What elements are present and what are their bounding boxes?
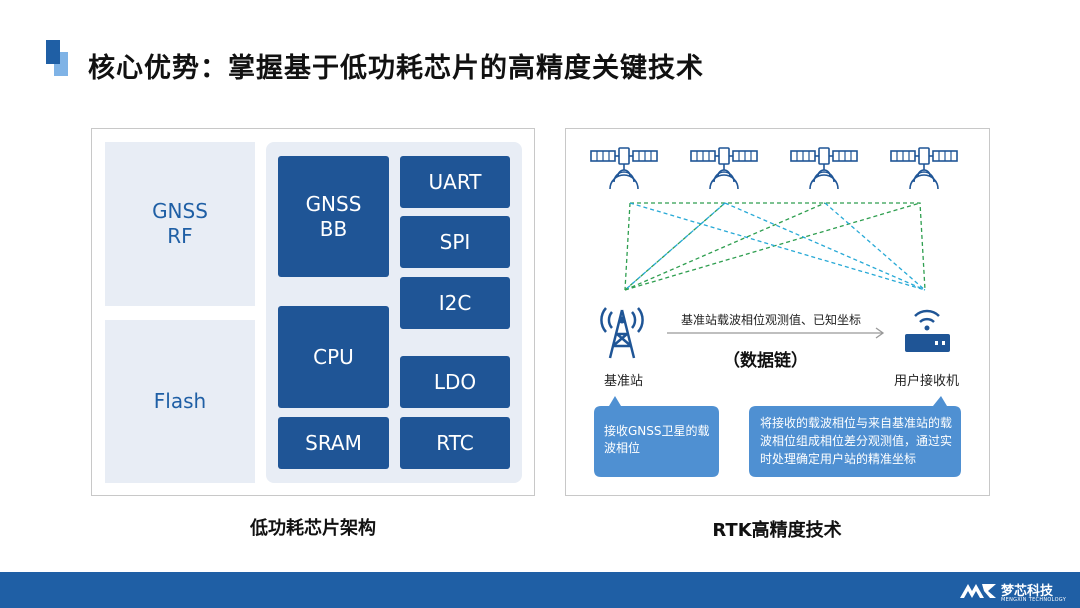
rtk-caption: RTK高精度技术 — [712, 520, 842, 541]
satellite-icon — [690, 147, 758, 190]
satellite-icon — [790, 147, 858, 190]
chip-architecture-caption: 低功耗芯片架构 — [250, 518, 376, 539]
rtc-block: RTC — [400, 417, 510, 469]
company-name-en: MENGXIN TECHNOLOGY — [1001, 597, 1067, 603]
bubble-left-text: 接收GNSS卫星的载波相位 — [604, 424, 710, 455]
receiver-icon — [905, 309, 950, 352]
bubble-left-shape — [594, 396, 719, 477]
title-accent-dark — [46, 40, 60, 64]
sram-block: SRAM — [278, 417, 389, 469]
gnss-bb-block: GNSS BB — [278, 156, 389, 277]
slide-title: 核心优势：掌握基于低功耗芯片的高精度关键技术 — [88, 53, 704, 84]
flash-block: Flash — [105, 320, 255, 483]
satellite-icon — [890, 147, 958, 190]
company-name: 梦芯科技 — [1001, 584, 1054, 599]
base-station-label: 基准站 — [604, 374, 644, 389]
spi-block: SPI — [400, 216, 510, 268]
company-logo-icon — [960, 584, 996, 598]
i2c-block: I2C — [400, 277, 510, 329]
data-link-label: （数据链） — [723, 351, 808, 371]
receiver-label: 用户接收机 — [894, 374, 960, 389]
rtk-diagram — [590, 147, 958, 359]
satellite-icon — [590, 147, 658, 190]
bubble-right-text: 将接收的载波相位与来自基准站的载波相位组成相位差分观测值，通过实时处理确定用户站… — [760, 416, 953, 466]
uart-block: UART — [400, 156, 510, 208]
cpu-block: CPU — [278, 306, 389, 408]
gnss-rf-block: GNSS RF — [105, 142, 255, 306]
arrow-label: 基准站载波相位观测值、已知坐标 — [681, 313, 862, 327]
ldo-block: LDO — [400, 356, 510, 408]
signal-lines-receiver — [624, 202, 926, 291]
data-link-arrow — [667, 327, 885, 339]
bubble-right-shape — [749, 396, 961, 477]
base-station-icon — [600, 307, 644, 359]
footer-bar — [0, 572, 1080, 608]
